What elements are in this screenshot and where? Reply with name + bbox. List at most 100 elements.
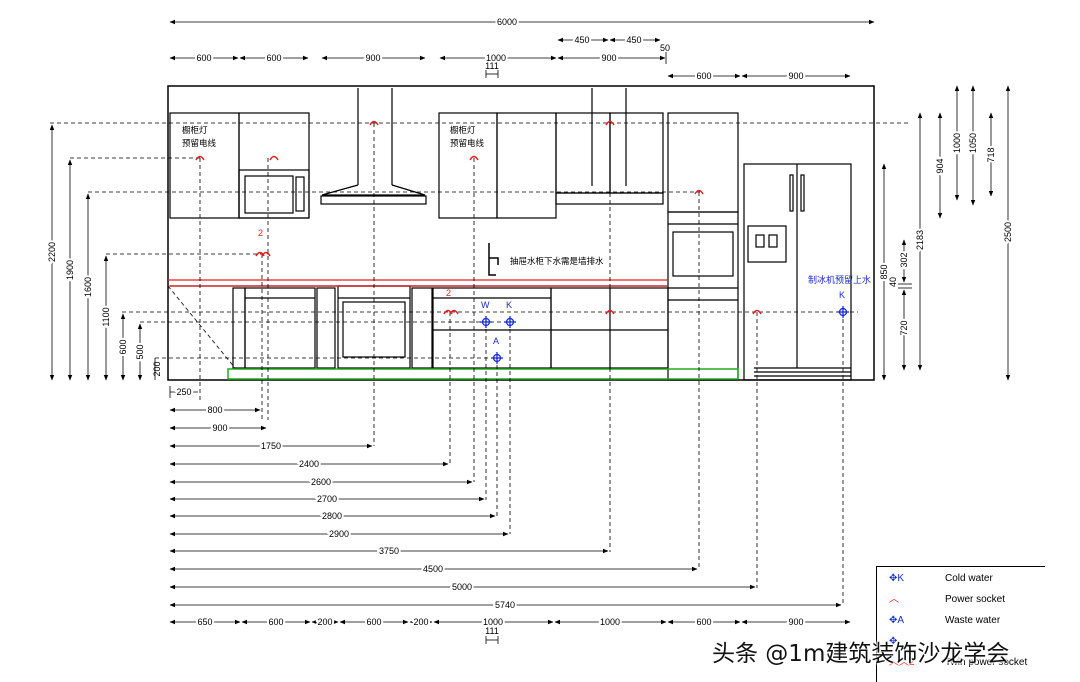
dim-top-450b: 450 [626, 35, 641, 45]
dim-h-1600: 1600 [83, 277, 93, 297]
dim-r-904: 904 [935, 158, 945, 173]
legend-label-cold-water: Cold water [945, 573, 993, 584]
sink-tap [488, 243, 499, 276]
legend-symbol-k: K [897, 573, 905, 584]
bottom-dimension-lines [169, 619, 851, 644]
twin-power-socket-icon: ︿︿2 [889, 657, 915, 668]
dim-off-4500: 4500 [423, 564, 443, 574]
mark-a: A [493, 336, 499, 346]
note-cabinet-light-2b: 预留电线 [450, 138, 485, 148]
power-socket-icon [269, 155, 279, 161]
countertop-band [168, 279, 668, 287]
dim-r-40: 40 [888, 277, 898, 287]
dim-top-450a: 450 [574, 35, 589, 45]
legend-symbol-2: 2 [909, 657, 915, 668]
legend-label-power-socket: Power socket [945, 594, 1006, 605]
note-sink: 抽屉水柜下水需是墙排水 [510, 256, 604, 266]
dim-bot-6: 1000 [483, 617, 503, 627]
power-socket-icon [605, 120, 615, 126]
legend-row-blank: ✥ [877, 634, 1045, 650]
note-cabinet-light-1b: 预留电线 [182, 138, 217, 148]
dim-off-2600: 2600 [311, 477, 331, 487]
dim-r-2500: 2500 [1003, 222, 1013, 242]
dim-top-3: 900 [365, 53, 380, 63]
dim-r-720: 720 [899, 320, 909, 335]
plinth [227, 368, 739, 380]
top-dimension-lines [169, 19, 875, 79]
dim-off-5000: 5000 [452, 582, 472, 592]
legend-label-twin-power-socket: Twin power socket [945, 657, 1028, 668]
dashed-guides [50, 122, 910, 606]
dim-bot-1: 650 [197, 617, 212, 627]
mark-k-fridge: K [839, 290, 845, 300]
dim-bot-9: 900 [788, 617, 803, 627]
dim-r-2183: 2183 [915, 230, 925, 250]
waste-water-icon: ✥A [889, 615, 905, 626]
legend-row-waste-water: ✥A Waste water [877, 613, 1045, 629]
dim-bot-3: 200 [317, 617, 332, 627]
range-hoods [320, 88, 627, 205]
elevation-outline [167, 85, 875, 381]
waste-water-icon [480, 316, 492, 328]
dim-r-1050: 1050 [968, 133, 978, 153]
watermark: 头条 @1m建筑装饰沙龙学会 [712, 641, 1010, 667]
dim-off-2800: 2800 [322, 511, 342, 521]
dim-off-2400: 2400 [299, 459, 319, 469]
legend-label-waste-water: Waste water [945, 615, 1001, 626]
dim-h-600: 600 [118, 339, 128, 354]
cold-water-icon [504, 316, 516, 328]
left-dimension-lines [49, 124, 156, 381]
dim-top-2: 600 [266, 53, 281, 63]
dim-r-718: 718 [986, 147, 996, 162]
dim-top-1: 600 [196, 53, 211, 63]
twin-power-socket-icon [443, 309, 459, 315]
dim-top-4: 1000 [486, 53, 506, 63]
dim-top-right-1: 600 [696, 71, 711, 81]
dim-overall-width: 6000 [497, 17, 517, 27]
power-socket-icon [195, 155, 205, 161]
dim-r-850: 850 [879, 264, 889, 279]
dim-top-111: 111 [485, 61, 499, 71]
dim-h-1100: 1100 [101, 307, 111, 326]
note-fridge: 制冰机预留上水 [808, 274, 871, 285]
mark-k: K [506, 300, 512, 310]
dim-top-5: 900 [601, 53, 616, 63]
water-points [480, 306, 849, 364]
note-cabinet-light-2a: 橱柜灯 [450, 125, 476, 135]
power-socket-icon [752, 309, 762, 315]
legend-row-cold-water: ✥K Cold water [877, 571, 1045, 587]
dim-bot-2: 600 [268, 617, 283, 627]
right-dimension-lines [881, 85, 1011, 381]
power-sockets [195, 120, 762, 315]
water-icon: ✥ [889, 636, 898, 647]
dim-bot-4: 600 [366, 617, 381, 627]
dim-top-50: 50 [660, 43, 670, 53]
twin-power-socket-icon [255, 251, 271, 257]
wall-cabinets [169, 112, 739, 219]
note-cabinet-light-1a: 橱柜灯 [182, 125, 208, 135]
dim-off-250: 250 [176, 387, 191, 397]
dim-h-2200: 2200 [47, 242, 57, 262]
mark-w: W [481, 300, 490, 310]
dim-r-302: 302 [899, 252, 909, 267]
dim-off-5740: 5740 [495, 600, 515, 610]
refrigerator [743, 163, 852, 381]
mark-twin-2: 2 [446, 288, 451, 298]
legend-symbol-a: A [897, 615, 905, 626]
oven-tower [667, 211, 739, 381]
dim-h-1900: 1900 [65, 260, 75, 280]
legend-row-twin-power-socket: ︿︿2 Twin power socket [877, 655, 1045, 671]
base-cabinets [170, 285, 669, 369]
dim-r-1000: 1000 [952, 133, 962, 153]
dim-h-200: 200 [152, 361, 162, 376]
dim-off-2900: 2900 [329, 529, 349, 539]
dim-bot-8: 600 [696, 617, 711, 627]
cold-water-icon [837, 306, 849, 318]
power-socket-icon [605, 309, 615, 315]
power-socket-icon [694, 189, 704, 195]
dim-off-1750: 1750 [261, 441, 281, 451]
dim-top-right-2: 900 [788, 71, 803, 81]
microwave [238, 169, 310, 219]
dim-bot-7: 1000 [600, 617, 620, 627]
